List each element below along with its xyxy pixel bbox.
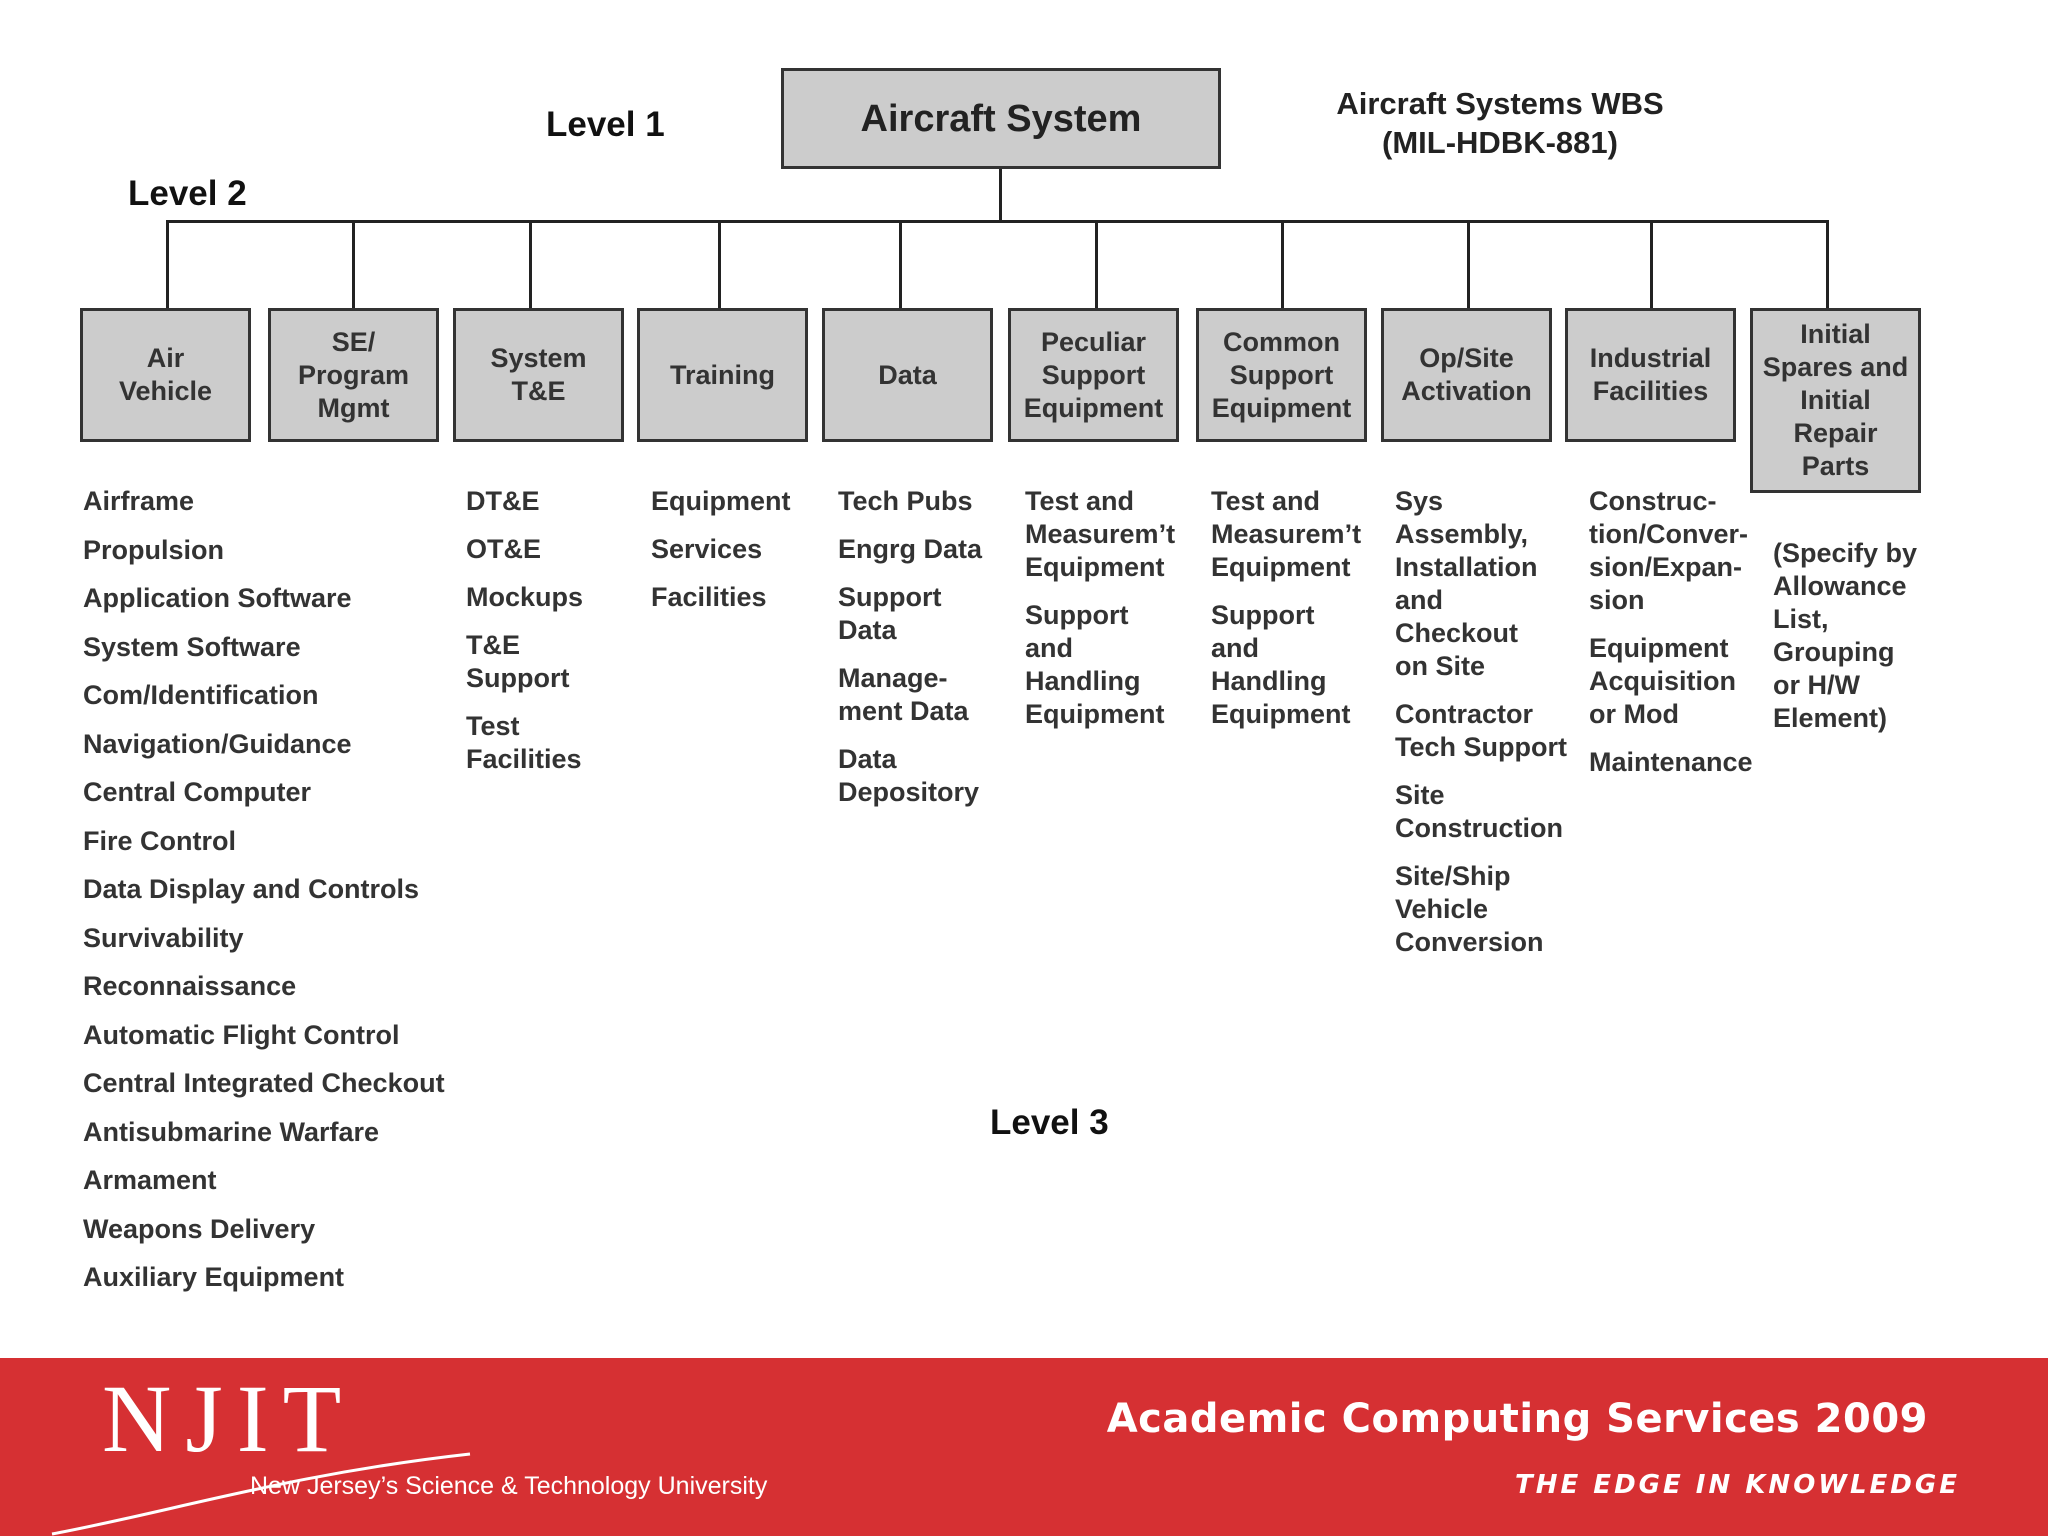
level-3-item: Contractor Tech Support [1395,699,1567,762]
level-2-label: Level 2 [128,174,247,213]
level-3-item: Armament [83,1165,217,1195]
level-2-label: Industrial Facilities [1589,343,1712,406]
level-3-item: Reconnaissance [83,971,297,1001]
level-3-item: Data Display and Controls [83,874,420,904]
drop-line-initial-spares [1826,220,1829,308]
level-3-item: Propulsion [83,534,224,565]
level-3-item: Central Computer [83,777,312,807]
level-3-list-air-vehicle: Airframe Propulsion Application Software… [83,485,445,1310]
level-3-item: Data Depository [838,744,980,807]
level-2-bus-line [166,220,1828,223]
level-3-item: Antisubmarine Warfare [83,1116,380,1147]
level-3-item: Central Integrated Checkout [83,1068,445,1098]
level-3-item: Survivability [83,922,244,953]
level-3-item: DT&E [466,486,540,516]
level-2-label: Training [669,359,775,390]
level-3-label: Level 3 [990,1103,1109,1142]
level-2-box-air-vehicle: Air Vehicle [80,308,251,442]
level-3-item: Services [651,534,763,564]
level-2-label: Air Vehicle [118,343,213,406]
level-3-item: Automatic Flight Control [83,1019,400,1050]
level-3-item: OT&E [466,534,542,564]
level-3-item: Test and Measurem’t Equipment [1025,486,1176,582]
level-3-list-training: Equipment Services Facilities [651,485,791,629]
level-3-item: Auxiliary Equipment [83,1262,345,1292]
level-3-item: Site/Ship Vehicle Conversion [1395,861,1544,957]
drop-line-air-vehicle [166,220,169,308]
level-3-list-peculiar-support: Test and Measurem’t Equipment Support an… [1025,485,1175,746]
level-3-item: Equipment Acquisition or Mod [1589,633,1736,729]
level-3-item: Site Construction [1395,780,1563,843]
level-2-label: Peculiar Support Equipment [1023,326,1164,423]
level-3-item: Weapons Delivery [83,1213,316,1244]
level-2-box-peculiar-support: Peculiar Support Equipment [1008,308,1179,442]
level-3-item: T&E Support [466,630,570,693]
level-2-box-industrial-facilities: Industrial Facilities [1565,308,1736,442]
level-2-label: SE/ Program Mgmt [297,326,410,423]
level-3-item: Fire Control [83,825,236,856]
drop-line-training [718,220,721,308]
root-stem-line [999,169,1002,222]
logo-swoosh-graphic [51,1452,471,1536]
level-2-box-training: Training [637,308,808,442]
drop-line-common-support [1281,220,1284,308]
drop-line-op-site-activation [1467,220,1470,308]
level-2-label: Initial Spares and Initial Repair Parts [1762,319,1909,481]
level-3-list-data: Tech Pubs Engrg Data Support Data Manage… [838,485,982,824]
level-3-item: Support Data [838,582,942,645]
drop-line-se-program-mgmt [352,220,355,308]
level-3-item: Airframe [83,486,195,516]
level-3-item: Tech Pubs [838,486,973,516]
level-3-item: Support and Handling Equipment [1211,600,1351,729]
level-3-list-op-site-activation: Sys Assembly, Installation and Checkout … [1395,485,1567,974]
level-2-label: Common Support Equipment [1211,326,1352,423]
level-3-item: Support and Handling Equipment [1025,600,1165,729]
level-3-item: Construc- tion/Conver- sion/Expan- sion [1589,486,1748,615]
njit-logo: NJIT New Jersey’s Science & Technology U… [50,1362,790,1536]
university-tagline: New Jersey’s Science & Technology Univer… [250,1472,768,1500]
footer-title: Academic Computing Services 2009 [1106,1396,1928,1442]
level-3-list-system-te: DT&E OT&E Mockups T&E Support Test Facil… [466,485,583,791]
root-label: Aircraft System [860,97,1142,140]
level-3-list-industrial-facilities: Construc- tion/Conver- sion/Expan- sion … [1589,485,1753,794]
drop-line-peculiar-support [1095,220,1098,308]
level-2-box-op-site-activation: Op/Site Activation [1381,308,1552,442]
level-3-list-initial-spares: (Specify by Allowance List, Grouping or … [1773,537,1917,750]
footer-banner: NJIT New Jersey’s Science & Technology U… [0,1358,2048,1536]
wbs-diagram: Level 1 Level 2 Level 3 Aircraft Systems… [80,68,1921,1310]
level-3-item: Navigation/Guidance [83,728,352,759]
level-2-box-se-program-mgmt: SE/ Program Mgmt [268,308,439,442]
footer-motto: THE EDGE IN KNOWLEDGE [1515,1470,1960,1500]
level-2-label: Data [878,359,937,390]
level-3-item: Maintenance [1589,747,1753,777]
level-3-list-common-support: Test and Measurem’t Equipment Support an… [1211,485,1361,746]
level-1-root-box: Aircraft System [781,68,1221,169]
level-3-item: Engrg Data [838,534,983,564]
level-2-label: System T&E [490,343,587,406]
drop-line-industrial-facilities [1650,220,1653,308]
drop-line-data [899,220,902,308]
drop-line-system-te [529,220,532,308]
level-3-item: System Software [83,631,301,662]
level-3-item: Com/Identification [83,680,319,710]
level-3-item: Sys Assembly, Installation and Checkout … [1395,486,1538,681]
diagram-caption: Aircraft Systems WBS (MIL-HDBK-881) [1310,84,1690,162]
level-3-item: (Specify by Allowance List, Grouping or … [1773,538,1918,733]
level-3-item: Equipment [651,486,791,516]
level-2-box-common-support: Common Support Equipment [1196,308,1367,442]
caption-standard: (MIL-HDBK-881) [1382,125,1618,160]
level-2-label: Op/Site Activation [1401,343,1532,406]
level-3-item: Application Software [83,583,352,613]
level-3-item: Mockups [466,582,584,612]
level-3-item: Facilities [651,582,767,612]
level-2-box-system-te: System T&E [453,308,624,442]
level-1-label: Level 1 [546,105,665,144]
njit-wordmark: NJIT [102,1365,356,1472]
level-3-item: Manage- ment Data [838,663,969,726]
caption-title: Aircraft Systems WBS [1336,86,1664,121]
level-3-item: Test and Measurem’t Equipment [1211,486,1362,582]
level-2-box-initial-spares: Initial Spares and Initial Repair Parts [1750,308,1921,493]
level-3-item: Test Facilities [466,711,582,774]
level-2-box-data: Data [822,308,993,442]
